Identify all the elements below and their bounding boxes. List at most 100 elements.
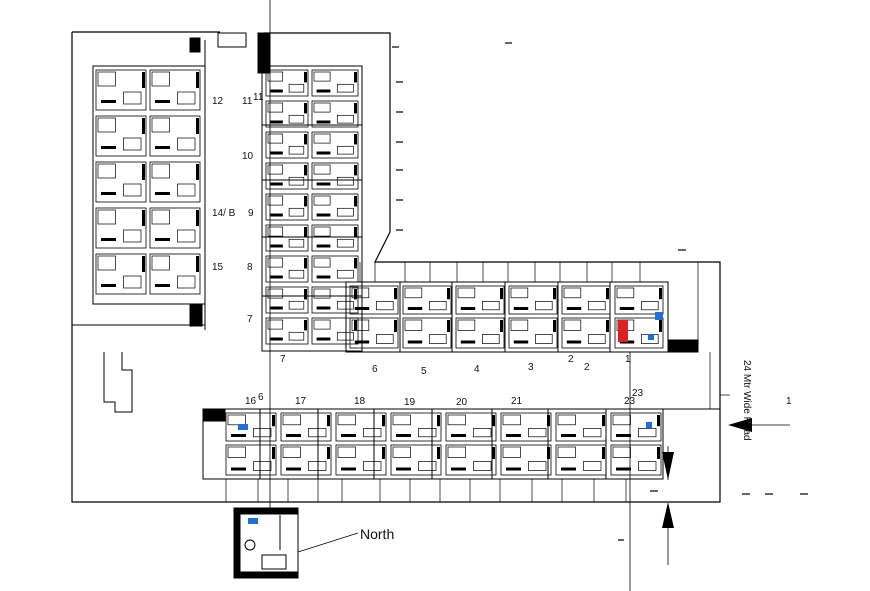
bed-icon	[267, 288, 284, 299]
wall-segment	[460, 340, 476, 344]
bath-icon	[363, 461, 382, 471]
up-arrow-icon	[662, 502, 674, 528]
parking-lines	[225, 262, 730, 502]
room-number-2b: 2	[584, 362, 590, 373]
bed-icon	[612, 414, 631, 426]
wall-segment	[616, 434, 631, 437]
unit-room	[149, 69, 201, 111]
bath-icon	[376, 334, 394, 344]
bed-icon	[97, 117, 116, 133]
bath-icon	[418, 428, 437, 438]
unit-room	[265, 224, 309, 252]
wall-segment	[553, 320, 556, 332]
unit-room	[265, 255, 309, 283]
wall-segment	[500, 288, 503, 300]
road-label: 24 Mtr Wide Road	[741, 360, 752, 441]
room-number-20: 20	[456, 397, 468, 408]
wall-segment	[155, 238, 170, 241]
wall-segment	[270, 244, 283, 248]
wall-segment	[272, 415, 275, 427]
room-number-4: 4	[474, 364, 480, 375]
stair-detail	[103, 352, 133, 413]
wall-segment	[196, 256, 199, 272]
blue-fixture	[646, 422, 652, 428]
unit-room	[561, 317, 611, 349]
red-fixture	[618, 320, 628, 342]
unit-room	[311, 131, 359, 159]
unit-room	[265, 317, 309, 345]
wall-segment	[606, 320, 609, 332]
bed-icon	[392, 446, 411, 458]
wall-segment	[101, 146, 116, 149]
room-number-23: 23	[624, 396, 636, 407]
bath-icon	[588, 301, 606, 311]
bath-icon	[336, 114, 354, 124]
wall-segment	[286, 434, 301, 437]
bath-icon	[583, 461, 602, 471]
bath-icon	[177, 91, 196, 105]
unit-room	[455, 285, 505, 315]
bed-icon	[313, 319, 331, 330]
bath-icon	[288, 300, 305, 310]
wall-segment	[606, 288, 609, 300]
room-number-7: 7	[247, 314, 253, 325]
bath-icon	[482, 301, 500, 311]
bath-icon	[535, 301, 553, 311]
unit-room	[311, 317, 359, 345]
unit-room	[335, 444, 387, 476]
unit-room	[555, 412, 607, 442]
bath-icon	[473, 461, 492, 471]
north-label: North	[360, 526, 394, 542]
bed-icon	[97, 71, 116, 87]
wall-segment	[196, 118, 199, 134]
bath-icon	[177, 229, 196, 243]
bed-icon	[447, 414, 466, 426]
bath-icon	[288, 83, 305, 93]
bed-icon	[392, 414, 411, 426]
wall-segment	[354, 72, 357, 83]
room-number-1: 1	[625, 354, 631, 365]
wall-segment	[354, 340, 370, 344]
wall-segment	[354, 307, 370, 310]
wall-segment	[451, 434, 466, 437]
wall-segment	[616, 467, 631, 471]
wall-segment	[155, 284, 170, 287]
room-number-18: 18	[354, 396, 366, 407]
unit-room	[311, 193, 359, 221]
wall-segment	[142, 118, 145, 134]
room-number-14b: 14/ B	[212, 208, 236, 219]
wall-segment	[394, 288, 397, 300]
wall-segment	[101, 284, 116, 287]
bath-icon	[253, 428, 272, 438]
bed-icon	[227, 446, 246, 458]
wall-segment	[354, 165, 357, 176]
unit-room	[280, 444, 332, 476]
unit-room	[149, 115, 201, 157]
bed-icon	[282, 446, 301, 458]
unit-room	[95, 161, 147, 203]
unit-room	[311, 255, 359, 283]
bed-icon	[351, 319, 370, 331]
unit-room	[265, 100, 309, 128]
unit-room	[265, 286, 309, 314]
wall-segment	[566, 307, 582, 310]
wall-segment	[270, 275, 283, 279]
bath-icon	[638, 461, 657, 471]
wall-segment	[304, 227, 307, 238]
wall-segment	[437, 447, 440, 459]
wall-segment	[354, 196, 357, 207]
bath-icon	[363, 428, 382, 438]
wall-segment	[513, 307, 529, 310]
wall-segment	[394, 320, 397, 332]
bed-icon	[267, 226, 284, 237]
wall-segment	[327, 447, 330, 459]
bed-icon	[616, 287, 635, 299]
south-wing	[202, 408, 720, 480]
wall-segment	[196, 72, 199, 88]
bed-icon	[97, 209, 116, 225]
unit-room	[311, 100, 359, 128]
wall-segment	[196, 164, 199, 180]
wall-segment	[659, 288, 662, 300]
bath-icon	[482, 334, 500, 344]
